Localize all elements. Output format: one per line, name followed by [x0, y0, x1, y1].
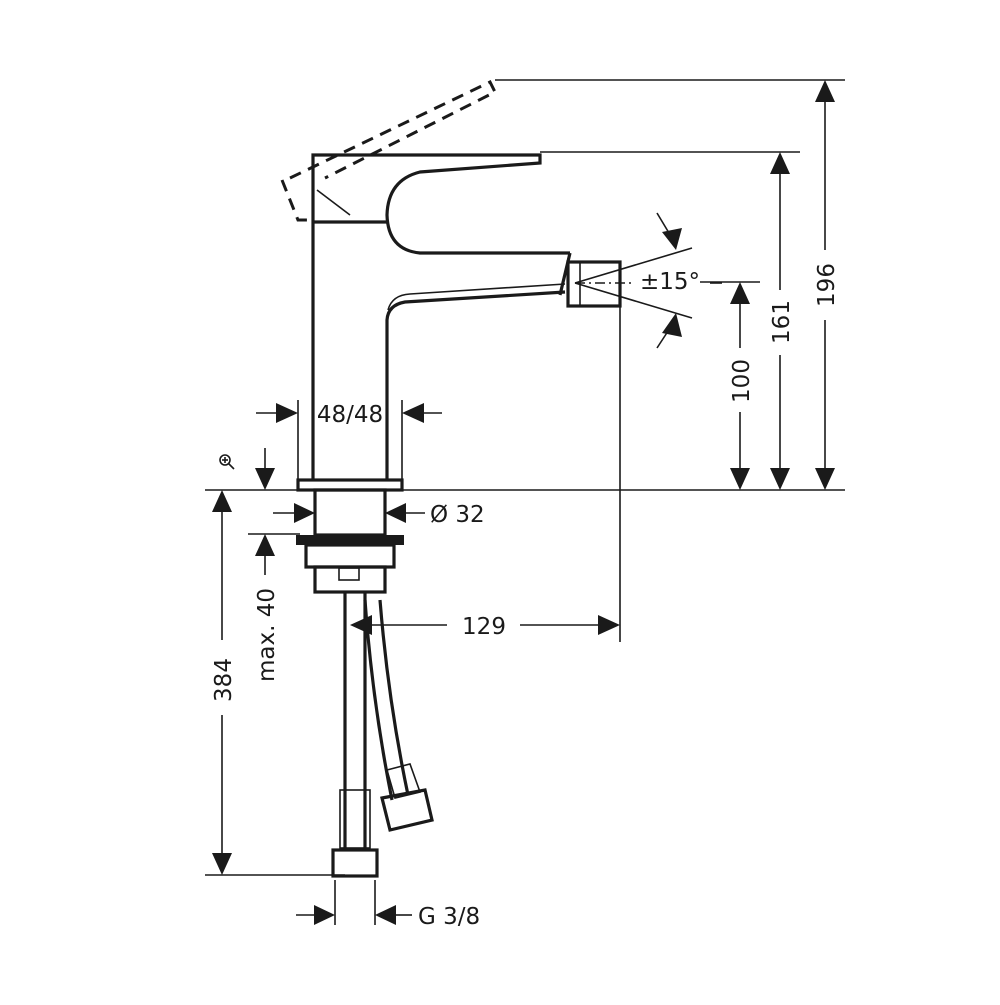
dimension-label-angle: ±15° — [640, 269, 700, 295]
dimension-g-3-8: G 3/8 — [296, 904, 480, 930]
dimension-161: 161 — [769, 152, 795, 490]
zoom-in-icon[interactable] — [219, 454, 235, 470]
dimension-label-196: 196 — [814, 263, 840, 307]
dimension-100: 100 — [729, 282, 755, 490]
dimension-48-48: 48/48 — [256, 402, 442, 428]
dimension-384: 384 — [211, 490, 237, 875]
dimension-label-diameter: Ø 32 — [430, 502, 485, 528]
dimension-label-48-48: 48/48 — [317, 402, 383, 428]
dimension-label-129: 129 — [462, 614, 506, 640]
dimension-angle: ±15° — [574, 212, 722, 349]
dimension-deck-arrow — [255, 448, 275, 490]
dimension-max-40: max. 40 — [254, 534, 280, 682]
dimension-diameter-32: Ø 32 — [273, 502, 485, 528]
dimension-196: 196 — [814, 80, 840, 490]
dimension-label-100: 100 — [729, 359, 755, 403]
faucet-outline — [280, 80, 622, 878]
dimension-label-max-40: max. 40 — [254, 588, 280, 682]
dimension-129: 129 — [350, 614, 620, 640]
dimension-label-connection: G 3/8 — [418, 904, 480, 930]
dimension-label-161: 161 — [769, 300, 795, 344]
reference-lines — [205, 79, 845, 925]
dimension-label-384: 384 — [211, 658, 237, 702]
